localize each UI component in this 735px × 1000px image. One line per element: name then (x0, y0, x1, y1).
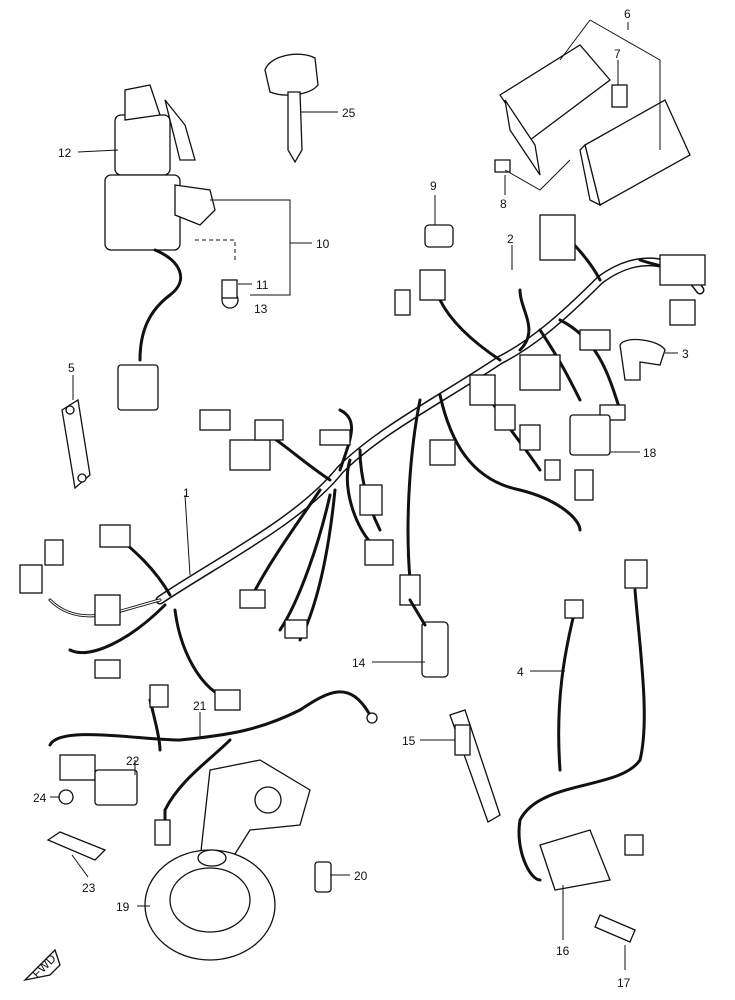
callout-24: 24 (33, 791, 47, 805)
front-arrow-icon: FWD (23, 948, 61, 982)
ignition-key (264, 53, 319, 164)
callout-8: 8 (500, 197, 507, 211)
switch-14 (408, 598, 449, 678)
callout-25: 25 (342, 106, 356, 120)
horn-19 (144, 759, 311, 961)
callout-15: 15 (402, 734, 416, 748)
callout-18: 18 (643, 446, 657, 460)
callout-22: 22 (126, 754, 140, 768)
plate-23 (46, 831, 107, 861)
callout-14: 14 (352, 656, 366, 670)
sensor-15 (449, 709, 501, 823)
callout-21: 21 (193, 699, 207, 713)
callout-16: 16 (556, 944, 570, 958)
cable-4 (557, 599, 584, 772)
cap-3 (619, 338, 666, 381)
callout-4: 4 (517, 665, 524, 679)
wiring-harness (19, 214, 706, 711)
callout-3: 3 (682, 347, 689, 361)
callout-9: 9 (430, 179, 437, 193)
callout-12: 12 (58, 146, 72, 160)
callout-labels: 1 2 3 4 5 6 7 8 9 10 11 12 13 14 15 16 1… (33, 7, 689, 990)
callout-10: 10 (316, 237, 330, 251)
bracket-5 (61, 398, 91, 490)
callout-6: 6 (624, 7, 631, 21)
callout-11: 11 (256, 278, 269, 292)
lead-16 (517, 559, 648, 891)
bolt-24 (58, 789, 74, 805)
callout-20: 20 (354, 869, 368, 883)
bolt-20 (314, 861, 332, 893)
callout-19: 19 (116, 900, 130, 914)
callout-1: 1 (183, 486, 190, 500)
bolt-17 (594, 914, 636, 943)
lead-wire-21 (48, 684, 378, 846)
callout-7: 7 (614, 47, 621, 61)
callout-23: 23 (82, 881, 96, 895)
relay-18 (569, 414, 611, 456)
callout-5: 5 (68, 361, 75, 375)
callout-13: 13 (254, 302, 268, 316)
leader-lines (50, 22, 678, 970)
control-unit (494, 19, 691, 207)
callout-2: 2 (507, 232, 514, 246)
callout-17: 17 (617, 976, 631, 990)
ignition-switch (104, 84, 239, 411)
switch-9 (419, 224, 454, 301)
